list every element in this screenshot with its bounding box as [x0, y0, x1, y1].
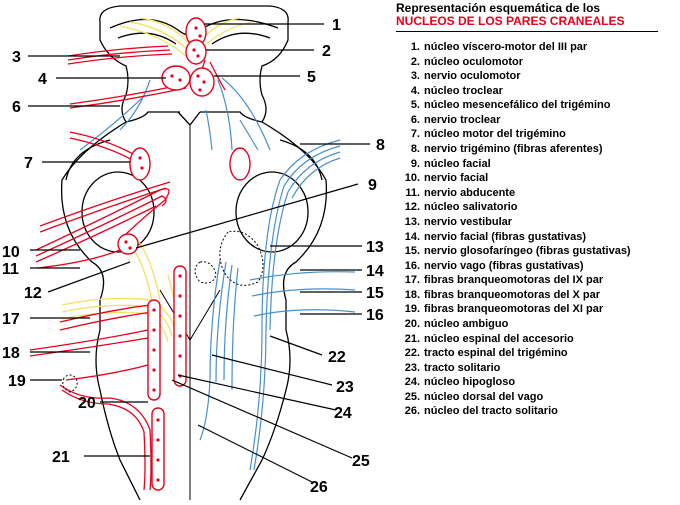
- legend-item-number: 15.: [404, 245, 420, 258]
- legend-item-text: núcleo salivatorio: [424, 201, 518, 214]
- legend-item-number: 23.: [404, 361, 420, 374]
- nucleus-hypoglossal: [173, 265, 187, 387]
- legend-item-text: núcleo oculomotor: [424, 55, 523, 68]
- legend-item-text: nervio vestibular: [424, 215, 513, 228]
- legend-item-number: 5.: [410, 99, 420, 112]
- nucleus-mesencephalic: [189, 67, 215, 97]
- callout-numbers: 1 2 3 4 5 6 7 8 9 10 11 12 13 14 15 16 1…: [2, 17, 385, 496]
- legend-item-number: 3.: [410, 70, 420, 83]
- legend-item-number: 20.: [404, 317, 420, 330]
- legend-item-text: fibras branqueomotoras del X par: [424, 288, 601, 301]
- legend-item-number: 25.: [404, 390, 420, 403]
- callout-17: 17: [2, 311, 20, 328]
- legend-item-number: 22.: [404, 347, 420, 360]
- legend-item-text: fibras branqueomotoras del IX par: [424, 274, 604, 287]
- dotted-nuclei: [62, 230, 264, 393]
- callout-2: 2: [322, 43, 331, 60]
- callout-5: 5: [307, 69, 316, 86]
- callout-3: 3: [12, 49, 21, 66]
- legend-panel: Representación esquemática de los NUCLEO…: [396, 0, 680, 420]
- legend-item-text: nervio troclear: [424, 113, 501, 126]
- legend-item-number: 10.: [404, 172, 420, 185]
- callout-24: 24: [334, 405, 352, 422]
- legend-item-text: núcleo del tracto solitario: [424, 405, 558, 418]
- legend-item-text: núcleo troclear: [424, 84, 503, 97]
- sensory-fibers: [79, 77, 356, 471]
- nucleus-troclear: [161, 65, 191, 91]
- callout-7: 7: [24, 155, 33, 172]
- legend-subtitle: NUCLEOS DE LOS PARES CRANEALES: [396, 14, 625, 28]
- legend-item-number: 16.: [404, 259, 420, 272]
- legend-item-text: tracto espinal del trigémino: [424, 347, 568, 360]
- legend-item-number: 8.: [410, 143, 420, 156]
- callout-13: 13: [366, 239, 384, 256]
- callout-12: 12: [24, 285, 42, 302]
- legend-item-text: núcleo ambiguo: [424, 317, 509, 330]
- callout-4: 4: [38, 71, 47, 88]
- nucleus-dots: [124, 26, 206, 482]
- legend-item-number: 26.: [404, 405, 420, 418]
- callout-1: 1: [332, 17, 341, 34]
- callout-16: 16: [366, 307, 384, 324]
- legend-item-text: nervio facial (fibras gustativas): [424, 230, 586, 243]
- legend-divider: [396, 31, 658, 32]
- callout-22: 22: [328, 349, 346, 366]
- legend-item-text: fibras branqueomotoras del XI par: [424, 303, 604, 316]
- legend-item-number: 6.: [410, 113, 420, 126]
- legend-item-number: 7.: [410, 128, 420, 141]
- legend-item-text: núcleo motor del trigémino: [424, 128, 566, 141]
- legend-item-number: 9.: [410, 157, 420, 170]
- callout-20: 20: [78, 395, 96, 412]
- legend-item-text: nervio glosofaríngeo (fibras gustativas): [424, 245, 631, 258]
- callout-leaders: [28, 23, 370, 483]
- callout-6: 6: [12, 99, 21, 116]
- callout-10: 10: [2, 244, 20, 261]
- legend-item-text: núcleo hipogloso: [424, 376, 516, 389]
- legend-item-number: 1.: [410, 41, 420, 53]
- legend-item-number: 21.: [404, 332, 420, 345]
- legend-item-text: nervio abducente: [424, 186, 516, 199]
- callout-21: 21: [52, 449, 70, 466]
- callout-9: 9: [368, 177, 377, 194]
- legend-item-number: 19.: [404, 303, 420, 316]
- legend-item-text: núcleo facial: [424, 157, 491, 170]
- callout-26: 26: [310, 479, 328, 496]
- callout-8: 8: [376, 137, 385, 154]
- legend-item-number: 17.: [404, 274, 420, 287]
- legend-item-text: núcleo dorsal del vago: [424, 390, 544, 403]
- legend-item-text: nervio trigémino (fibras aferentes): [424, 143, 603, 156]
- legend-item-text: nervio oculomotor: [424, 70, 521, 83]
- visceral-fibers: [61, 17, 253, 343]
- legend-item-number: 12.: [404, 201, 420, 214]
- legend-item-text: núcleo espinal del accesorio: [424, 332, 574, 345]
- callout-14: 14: [366, 263, 384, 280]
- legend-title: Representación esquemática de los: [396, 1, 601, 15]
- callout-11: 11: [2, 261, 19, 278]
- legend-item-number: 11.: [405, 186, 420, 199]
- legend-item-number: 18.: [404, 288, 420, 301]
- legend-item-text: nervio vago (fibras gustativas): [424, 259, 584, 272]
- legend-item-text: tracto solitario: [424, 361, 501, 374]
- callout-19: 19: [8, 373, 26, 390]
- legend-item-number: 24.: [404, 376, 420, 389]
- callout-18: 18: [2, 345, 20, 362]
- legend-item-text: núcleo víscero-motor del III par: [424, 41, 588, 53]
- nucleus-accessory: [151, 407, 165, 491]
- legend-item-text: núcleo mesencefálico del trigémino: [424, 99, 611, 112]
- callout-25: 25: [352, 453, 370, 470]
- legend-item-text: nervio facial: [424, 172, 489, 185]
- legend-item-number: 13.: [404, 215, 420, 228]
- nucleus-oculomotor: [185, 39, 207, 65]
- callout-23: 23: [336, 379, 354, 396]
- nucleus-facial: [117, 233, 139, 255]
- nucleus-motor-trigeminal-left: [129, 147, 151, 181]
- callout-15: 15: [366, 285, 384, 302]
- nucleus-motor-trigeminal-right: [229, 147, 251, 181]
- legend-item-number: 2.: [410, 55, 420, 68]
- legend-item-number: 4.: [410, 84, 420, 97]
- legend-item-number: 14.: [404, 230, 420, 243]
